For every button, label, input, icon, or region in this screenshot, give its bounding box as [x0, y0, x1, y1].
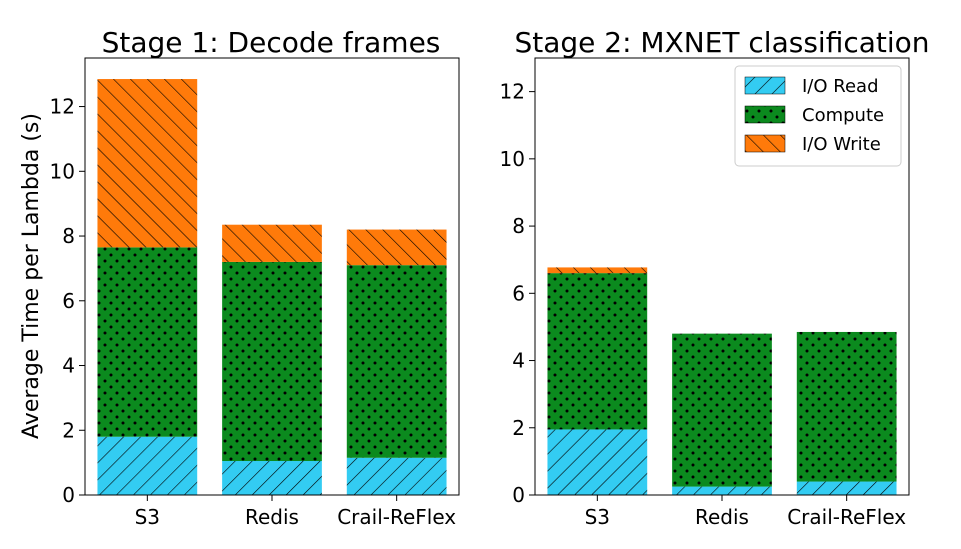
stage2-panel: Stage 2: MXNET classification 024681012 … — [500, 26, 930, 529]
legend: I/O Read Compute I/O Write — [734, 65, 902, 167]
y-tick-label: 2 — [62, 418, 75, 442]
bar-segment-io-read-redis — [222, 461, 322, 495]
bar-segment-compute-s3 — [97, 247, 198, 437]
stage1-title: Stage 1: Decode frames — [102, 26, 441, 59]
bar-segment-io-write-s3 — [547, 267, 648, 274]
x-tick-label: Crail-ReFlex — [337, 505, 456, 529]
y-tick-label: 6 — [512, 281, 525, 305]
legend-item-compute: Compute — [744, 105, 884, 126]
legend-swatch-compute — [744, 105, 786, 124]
y-tick-label: 8 — [62, 224, 75, 248]
bar-segment-io-read-crail-reflex — [796, 481, 897, 495]
y-tick-label: 8 — [512, 214, 525, 238]
legend-swatch-io-write — [744, 134, 786, 153]
stage2-bars — [547, 267, 897, 495]
y-tick-label: 6 — [62, 289, 75, 313]
x-tick-label: S3 — [135, 505, 160, 529]
stage1-y-ticks: 0 2 4 6 8 10 12 — [50, 95, 85, 507]
legend-label-io-read: I/O Read — [802, 76, 879, 97]
y-tick-label: 12 — [50, 95, 75, 119]
x-tick-label: Redis — [695, 505, 749, 529]
bar-segment-io-read-s3 — [97, 436, 198, 495]
bar-segment-io-read-crail-reflex — [346, 457, 447, 495]
y-tick-label: 0 — [512, 483, 525, 507]
stage2-title: Stage 2: MXNET classification — [514, 26, 929, 59]
bar-segment-io-write-s3 — [97, 79, 198, 248]
bar-segment-compute-redis — [672, 333, 772, 487]
legend-item-io-read: I/O Read — [744, 76, 879, 97]
y-axis-label: Average Time per Lambda (s) — [19, 113, 44, 439]
y-tick-label: 10 — [500, 147, 525, 171]
stage2-x-ticks: S3 Redis Crail-ReFlex — [585, 495, 906, 529]
bar-segment-compute-crail-reflex — [346, 265, 447, 458]
stage2-y-ticks: 0 2 4 6 8 10 12 — [500, 80, 535, 507]
stage2-axes-frame — [534, 57, 910, 496]
x-tick-label: Redis — [245, 505, 299, 529]
bar-segment-compute-s3 — [547, 273, 648, 430]
bar-segment-io-read-s3 — [547, 429, 648, 495]
y-tick-label: 2 — [512, 416, 525, 440]
legend-item-io-write: I/O Write — [744, 134, 881, 155]
stage1-axes-frame — [84, 57, 460, 496]
bar-segment-io-write-crail-reflex — [346, 229, 447, 266]
y-tick-label: 12 — [500, 80, 525, 104]
legend-label-compute: Compute — [802, 105, 884, 126]
bar-segment-io-write-redis — [222, 224, 322, 262]
stage1-bars — [97, 79, 447, 495]
x-tick-label: Crail-ReFlex — [787, 505, 906, 529]
y-tick-label: 4 — [62, 354, 75, 378]
legend-label-io-write: I/O Write — [802, 134, 881, 155]
bar-segment-compute-crail-reflex — [796, 331, 897, 482]
stage1-x-ticks: S3 Redis Crail-ReFlex — [135, 495, 456, 529]
bar-segment-io-read-redis — [672, 486, 772, 495]
y-tick-label: 10 — [50, 159, 75, 183]
legend-swatch-io-read — [744, 76, 786, 95]
stage1-panel: Stage 1: Decode frames Average Time per … — [19, 26, 460, 529]
x-tick-label: S3 — [585, 505, 610, 529]
bar-segment-compute-redis — [222, 261, 322, 462]
y-tick-label: 4 — [512, 349, 525, 373]
y-tick-label: 0 — [62, 483, 75, 507]
